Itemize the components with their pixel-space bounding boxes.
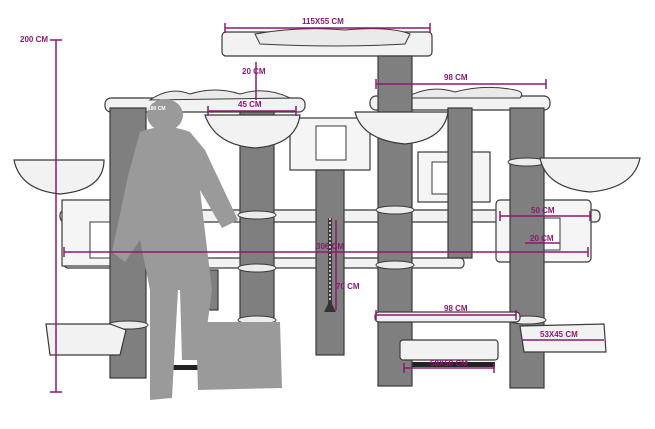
right-lower-width-label: 98 CM (444, 304, 468, 313)
bowl-width-label: 45 CM (238, 100, 262, 109)
top-right-cushion (403, 86, 523, 99)
floor-shadow-right (400, 362, 495, 367)
bowl-right (539, 157, 641, 193)
height-label: 200 CM (20, 35, 48, 44)
rope-post-label: 70 CM (336, 282, 360, 291)
center-box-hole (315, 125, 347, 161)
right-lower-platform (374, 311, 521, 323)
post-ring (237, 210, 277, 220)
right-box-hole-label: 20 CM (530, 234, 554, 243)
post-gap-label: 20 CM (242, 67, 266, 76)
total-width-label: 306 CM (316, 242, 344, 251)
base-platform-label: 58X58 CM (430, 359, 468, 368)
post-center-right (377, 55, 413, 387)
right-top-width-label: 98 CM (444, 73, 468, 82)
post-ring (375, 205, 415, 215)
step-platform-label: 53X45 CM (540, 330, 578, 339)
rope-toy (324, 300, 336, 312)
top-left-cushion (148, 89, 291, 101)
bowl-center-left (204, 114, 301, 149)
left-step-platform (45, 323, 127, 356)
top-platform-cushion (254, 28, 411, 47)
base-platform (399, 339, 499, 361)
right-box-width-label: 50 CM (531, 206, 555, 215)
post-ring (237, 263, 277, 273)
person-silhouette (112, 99, 282, 400)
right-step-platform (519, 323, 607, 353)
top-platform-label: 115X55 CM (302, 17, 344, 26)
bowl-left (13, 159, 105, 195)
bowl-center-right (354, 111, 449, 145)
post-back-right (447, 107, 473, 259)
post-ring (375, 260, 415, 270)
person-height-label: 180 CM (148, 106, 166, 112)
